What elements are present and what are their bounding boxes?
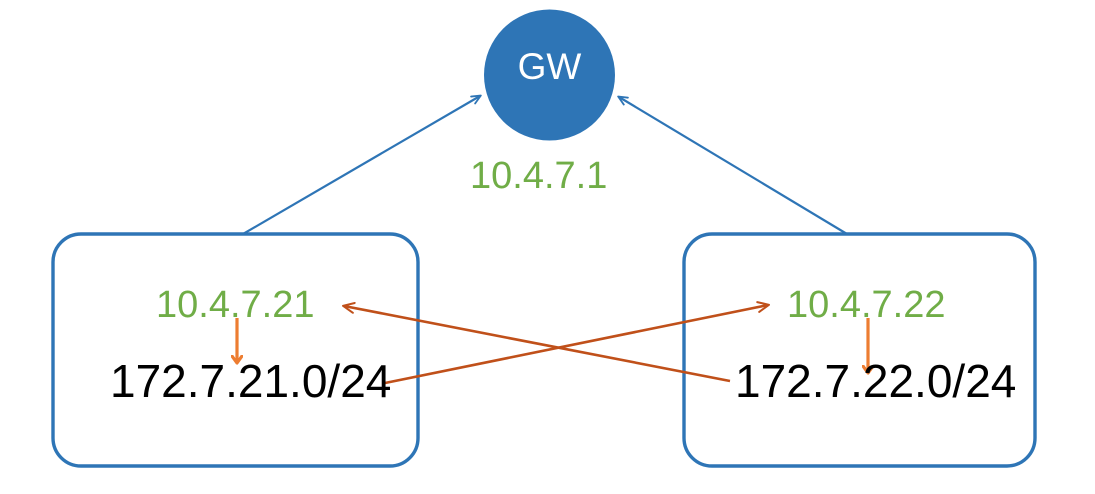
- gateway-node-label: GW: [517, 46, 582, 87]
- right-site-box: [682, 232, 1037, 468]
- left-site-tunnel-ip-label: 10.4.7.21: [156, 284, 315, 326]
- link-left-subnet-to-right-tunnel-ip: [384, 301, 770, 385]
- left-site-box: [51, 232, 420, 468]
- right-site-subnet-label: 172.7.22.0/24: [735, 355, 1017, 407]
- left-site-subnet-label: 172.7.21.0/24: [110, 355, 392, 407]
- link-left-site-to-gateway: [242, 94, 482, 235]
- right-site-tunnel-ip-label: 10.4.7.22: [787, 284, 946, 326]
- link-right-subnet-to-left-tunnel-ip: [342, 301, 731, 383]
- gateway-node-circle: [484, 9, 615, 141]
- link-right-site-to-gateway: [617, 95, 848, 235]
- gateway-ip-label: 10.4.7.1: [470, 155, 608, 197]
